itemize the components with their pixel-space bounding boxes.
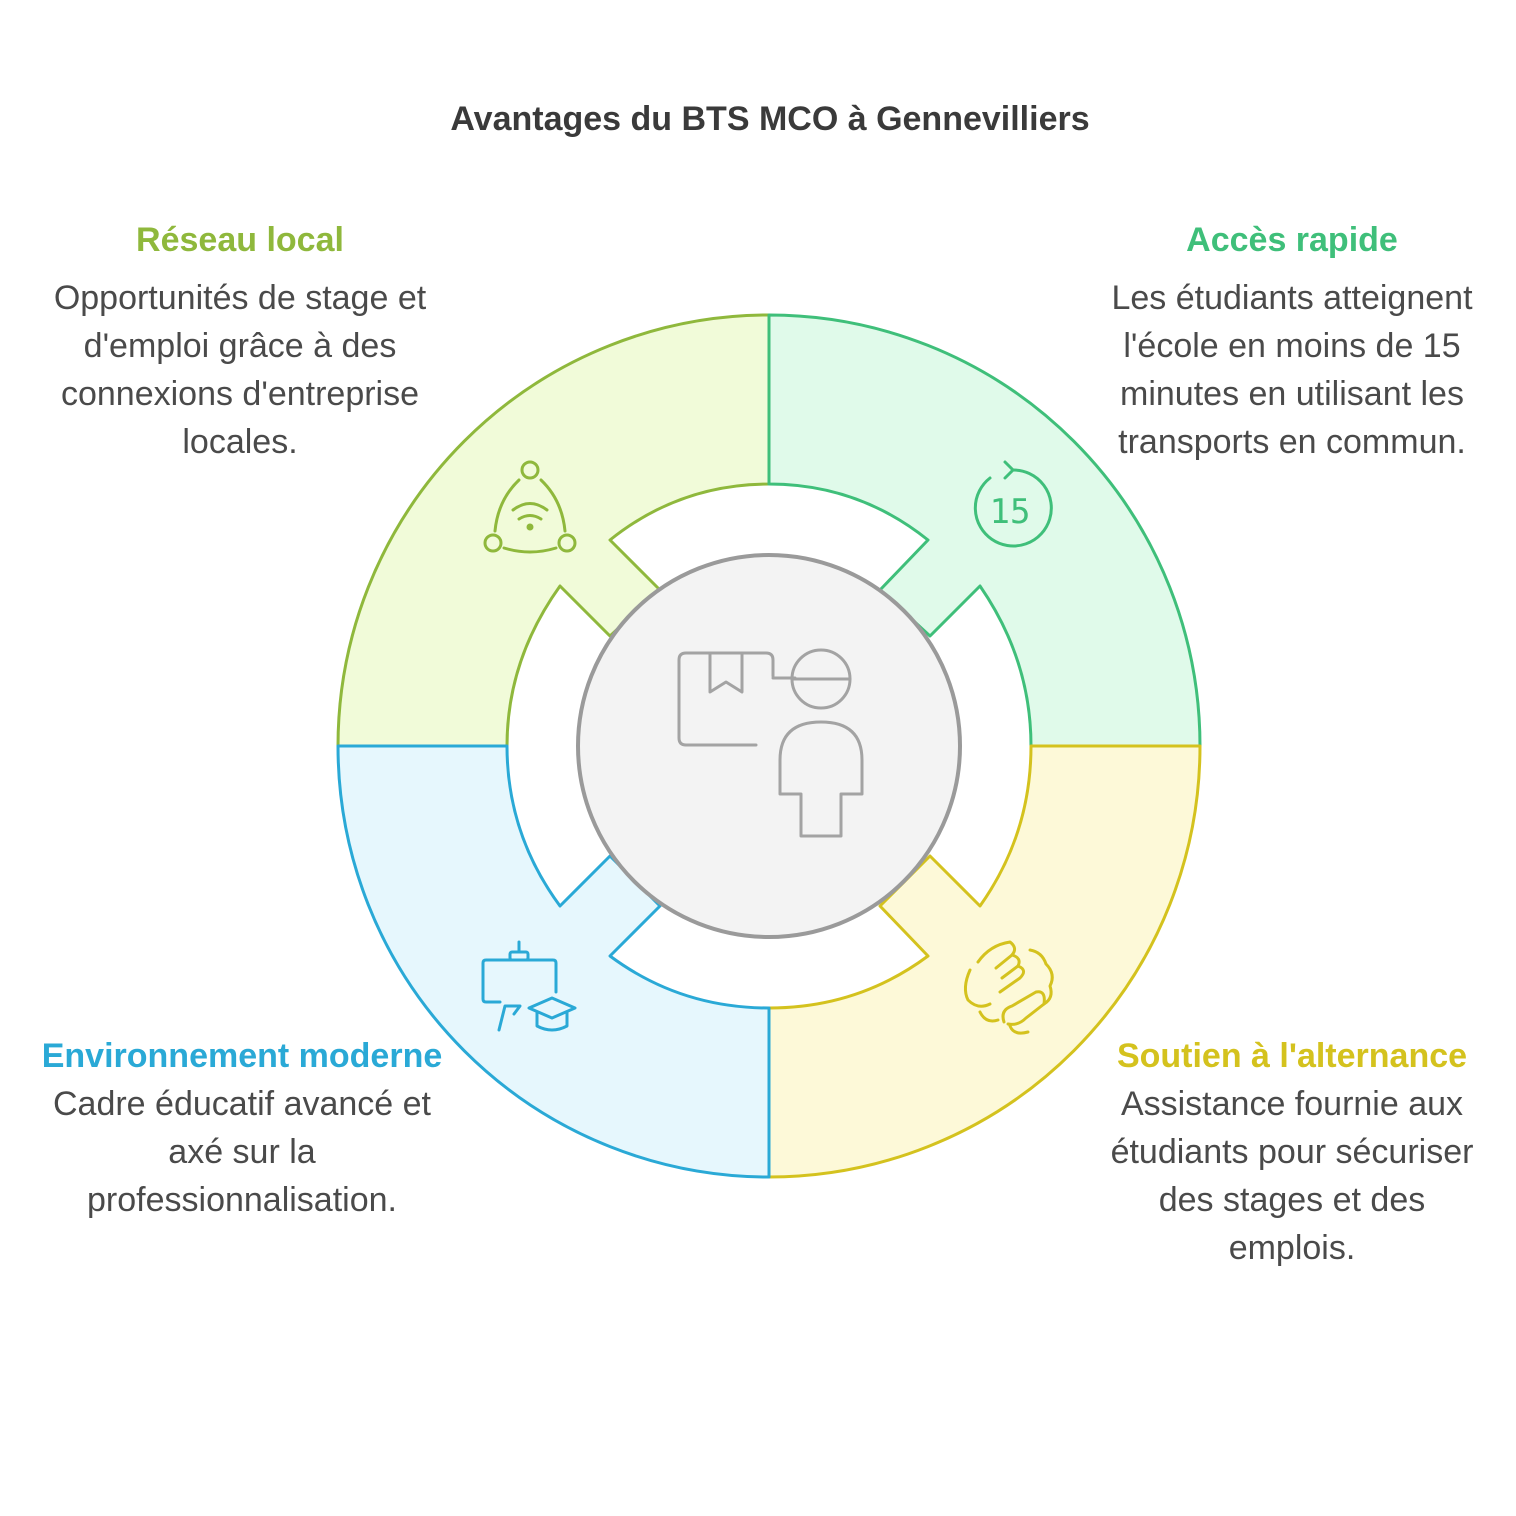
- reseau-heading: Réseau local: [136, 221, 344, 259]
- diagram-title: Avantages du BTS MCO à Gennevilliers: [450, 100, 1090, 138]
- acces-description: Les étudiants atteignent l'école en moin…: [1111, 279, 1473, 461]
- soutien-text-block: Soutien à l'alternance Assistance fourni…: [1092, 1032, 1492, 1272]
- soutien-description: Assistance fournie aux étudiants pour sé…: [1110, 1085, 1474, 1267]
- soutien-heading: Soutien à l'alternance: [1116, 1037, 1468, 1075]
- handshake-icon: [963, 940, 1054, 1035]
- network-icon: [483, 460, 577, 554]
- environnement-description: Cadre éducatif avancé et axé sur la prof…: [52, 1085, 432, 1219]
- center-circle: [576, 553, 962, 939]
- segment-soutien: [767, 744, 1202, 1179]
- classroom-graduation-icon: [481, 940, 577, 1032]
- segment-reseau: [336, 313, 771, 748]
- acces-text-block: Accès rapide Les étudiants atteignent l'…: [1092, 216, 1492, 466]
- timer-number: 15: [990, 492, 1031, 532]
- environnement-text-block: Environnement moderne Cadre éducatif ava…: [40, 1032, 444, 1224]
- environnement-heading: Environnement moderne: [41, 1037, 443, 1075]
- teacher-with-box-icon: [677, 648, 864, 838]
- reseau-text-block: Réseau local Opportunités de stage et d'…: [40, 216, 440, 466]
- timer-15-icon: 15: [973, 460, 1053, 548]
- acces-heading: Accès rapide: [1186, 221, 1398, 259]
- reseau-description: Opportunités de stage et d'emploi grâce …: [53, 279, 427, 461]
